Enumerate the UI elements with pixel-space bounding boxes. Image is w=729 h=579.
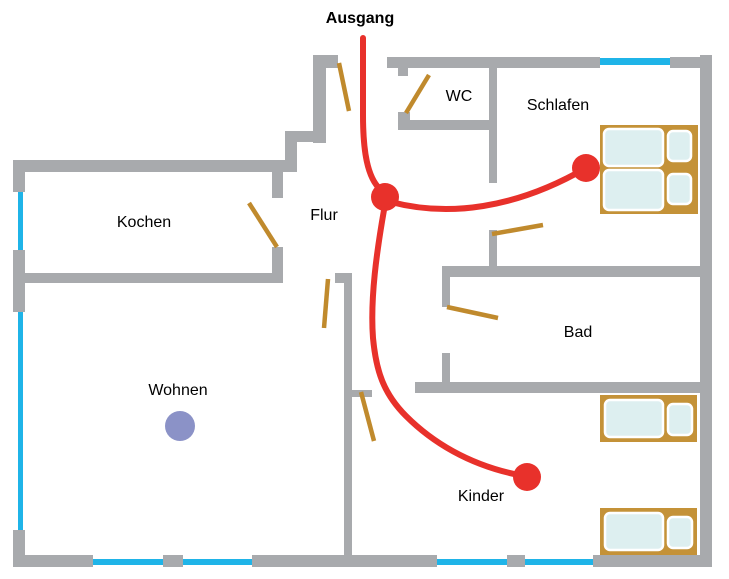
pillow (666, 129, 693, 163)
wall-living-right (344, 273, 352, 557)
pillow (666, 515, 694, 550)
mattress (602, 127, 665, 168)
window-left-upper (18, 192, 23, 250)
window-bottom-children-2 (525, 559, 593, 565)
windows (18, 58, 670, 565)
door-living (321, 278, 331, 329)
door-bathroom (446, 304, 499, 321)
wall-left-upper (13, 160, 25, 192)
wall-children-top (415, 382, 712, 393)
wall-kitchen-right-lower (272, 247, 283, 283)
label-exit: Ausgang (325, 10, 395, 27)
wall-bedroom-left-upper (489, 65, 497, 183)
door-kitchen (247, 201, 279, 249)
door-entrance (336, 62, 352, 112)
route-node-children (513, 463, 541, 491)
wall-kitchen-right-upper (272, 172, 283, 198)
wall-top-left-vertical (313, 55, 326, 143)
mattress (603, 398, 665, 439)
label-kitchen: Kochen (116, 214, 172, 231)
single-bed-children-2 (600, 508, 697, 555)
wall-kitchen-bottom (25, 273, 283, 283)
wall-bottom-4 (507, 555, 525, 567)
route-exit-line (360, 35, 384, 193)
wall-step-horizontal (285, 131, 326, 142)
label-bedroom: Schlafen (526, 97, 590, 114)
window-top-bedroom (600, 58, 670, 65)
label-wc: WC (445, 88, 473, 105)
pillow (666, 172, 693, 206)
wall-top-middle (387, 57, 600, 68)
door-bedroom (491, 222, 544, 237)
wall-kitchen-top (13, 160, 293, 172)
double-bed-bedroom (600, 125, 698, 214)
wall-bottom-2 (163, 555, 183, 567)
label-hallway: Flur (310, 207, 338, 224)
doors (247, 62, 544, 442)
label-bathroom: Bad (563, 324, 593, 341)
route-to-bedroom (388, 165, 589, 212)
wall-right (700, 55, 712, 567)
label-children: Kinder (457, 488, 505, 505)
window-bottom-living-2 (183, 559, 252, 565)
wall-wc-bottom (398, 120, 490, 130)
window-left-lower (18, 312, 23, 530)
window-bottom-children-1 (437, 559, 507, 565)
wall-bathroom-left-lower (442, 353, 450, 389)
wall-living-stub (335, 273, 352, 283)
wall-wc-stub (398, 68, 408, 76)
wall-bottom-3 (252, 555, 437, 567)
wall-bottom-1 (13, 555, 93, 567)
living-room-marker (165, 411, 195, 441)
window-bottom-living-1 (93, 559, 163, 565)
pillow (666, 402, 694, 437)
wall-bedroom-left-lower (489, 230, 497, 275)
route-node-bedroom (572, 154, 600, 182)
mattress (602, 168, 665, 212)
door-children (358, 391, 377, 442)
walls (13, 55, 712, 567)
door-wc (404, 73, 431, 115)
label-living: Wohnen (148, 382, 208, 399)
single-bed-children-1 (600, 395, 697, 442)
mattress (603, 511, 665, 552)
route-node-hallway (371, 183, 399, 211)
wall-left-middle (13, 250, 25, 312)
wall-top-right (670, 57, 712, 68)
wall-bottom-5 (593, 555, 712, 567)
wall-bathroom-left-upper (442, 277, 450, 307)
escape-route (360, 35, 600, 491)
route-to-children (369, 207, 527, 479)
wall-bedroom-bottom (442, 266, 712, 277)
